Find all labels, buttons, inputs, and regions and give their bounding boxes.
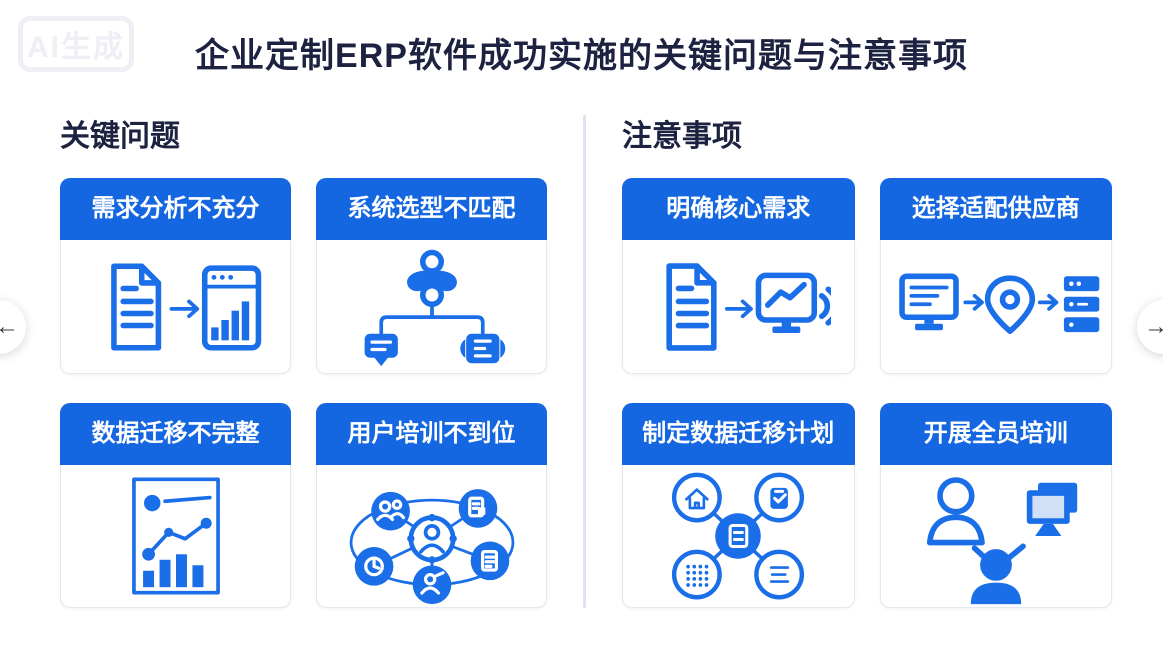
card-choose-vendor: 选择适配供应商	[879, 178, 1112, 374]
card-core-requirements: 明确核心需求	[622, 178, 855, 374]
document-to-monitor-icon	[666, 262, 832, 351]
card-illustration	[316, 465, 547, 608]
document-to-barchart-icon	[110, 262, 261, 351]
card-title: 开展全员培训	[879, 403, 1112, 465]
card-data-migration-issue: 数据迁移不完整	[60, 403, 291, 608]
precautions-card-grid: 明确核心需求 选择适配供应商	[622, 178, 1112, 608]
section-key-issues: 关键问题 需求分析不充分	[60, 118, 547, 608]
page-title: 企业定制ERP软件成功实施的关键问题与注意事项	[195, 37, 968, 75]
card-illustration	[60, 465, 291, 608]
card-user-training-issue: 用户培训不到位	[316, 403, 547, 608]
card-system-selection: 系统选型不匹配	[316, 178, 547, 374]
card-title: 数据迁移不完整	[60, 403, 291, 465]
card-illustration	[879, 240, 1112, 374]
card-title: 系统选型不匹配	[316, 178, 547, 240]
card-illustration	[622, 240, 855, 374]
arrow-left-icon: ←	[0, 313, 19, 340]
arrow-right-icon: →	[1144, 313, 1163, 340]
section-heading-precautions: 注意事项	[622, 120, 742, 153]
card-title: 需求分析不充分	[60, 178, 291, 240]
section-heading-key-issues: 关键问题	[60, 120, 180, 153]
monitor-pin-server-icon	[898, 273, 1100, 334]
card-migration-plan: 制定数据迁移计划	[622, 403, 855, 608]
card-illustration	[622, 465, 855, 608]
data-migration-network-icon	[672, 472, 805, 600]
card-requirement-analysis: 需求分析不充分	[60, 178, 291, 374]
section-divider	[583, 115, 586, 608]
org-tree-icon	[364, 249, 505, 366]
card-illustration	[879, 465, 1112, 608]
card-title: 选择适配供应商	[879, 178, 1112, 240]
card-staff-training: 开展全员培训	[879, 403, 1112, 608]
card-title: 明确核心需求	[622, 178, 855, 240]
section-precautions: 注意事项 明确核心需求	[622, 118, 1112, 608]
ai-generated-watermark: AI生成	[18, 16, 134, 72]
ai-generated-watermark-label: AI生成	[27, 31, 125, 64]
card-illustration	[60, 240, 291, 374]
card-title: 用户培训不到位	[316, 403, 547, 465]
previous-slide-button[interactable]: ←	[0, 300, 26, 354]
next-slide-button[interactable]: →	[1137, 300, 1163, 354]
people-training-icon	[926, 477, 1077, 605]
report-chart-icon	[131, 477, 220, 595]
key-issues-card-grid: 需求分析不充分	[60, 178, 547, 608]
card-illustration	[316, 240, 547, 374]
training-network-icon	[349, 489, 514, 605]
card-title: 制定数据迁移计划	[622, 403, 855, 465]
